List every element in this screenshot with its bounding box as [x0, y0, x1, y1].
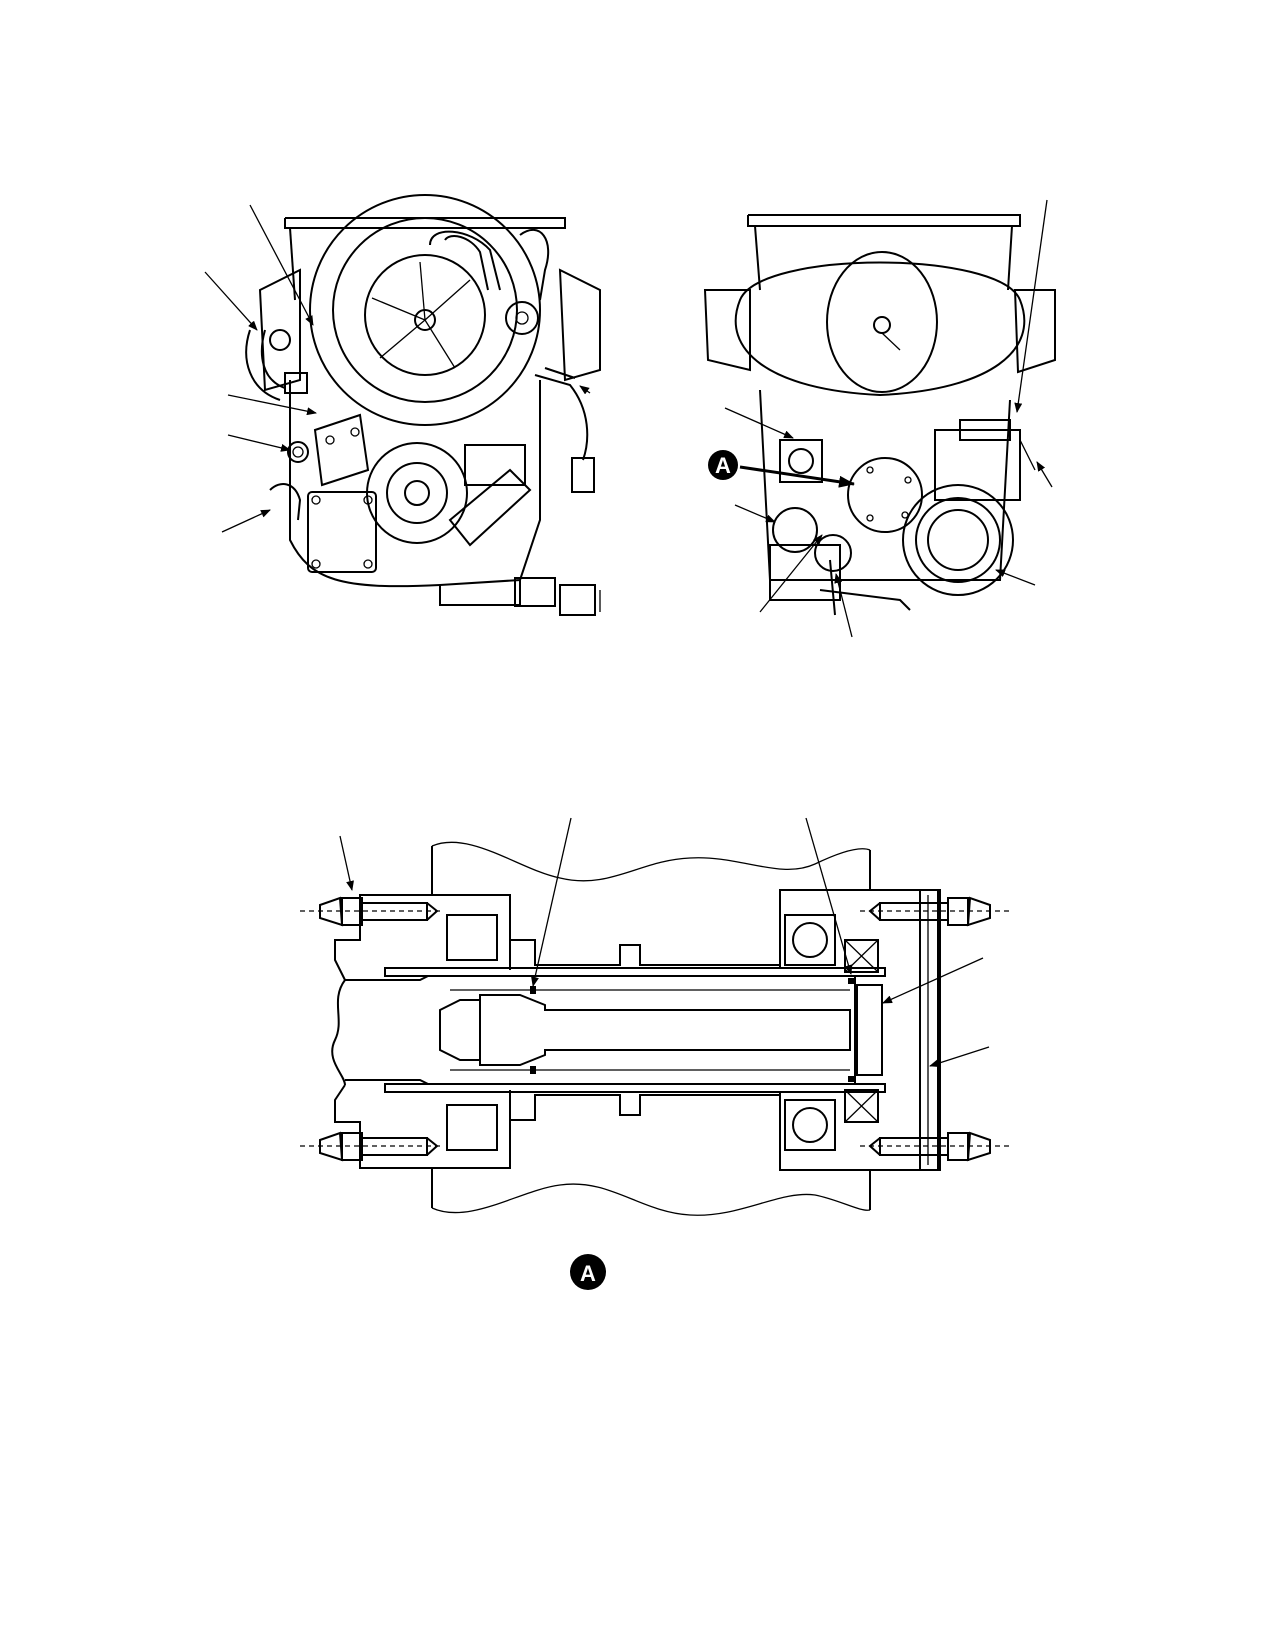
detail-a-title-label: A: [580, 1261, 596, 1286]
engine-rear-view: [703, 199, 1056, 638]
detail-a-section: [300, 817, 1010, 1216]
detail-a-marker: A: [708, 450, 738, 480]
detail-a-marker-label: A: [715, 453, 731, 478]
engine-front-view: [204, 194, 601, 616]
detail-a-title: A: [570, 1254, 606, 1290]
